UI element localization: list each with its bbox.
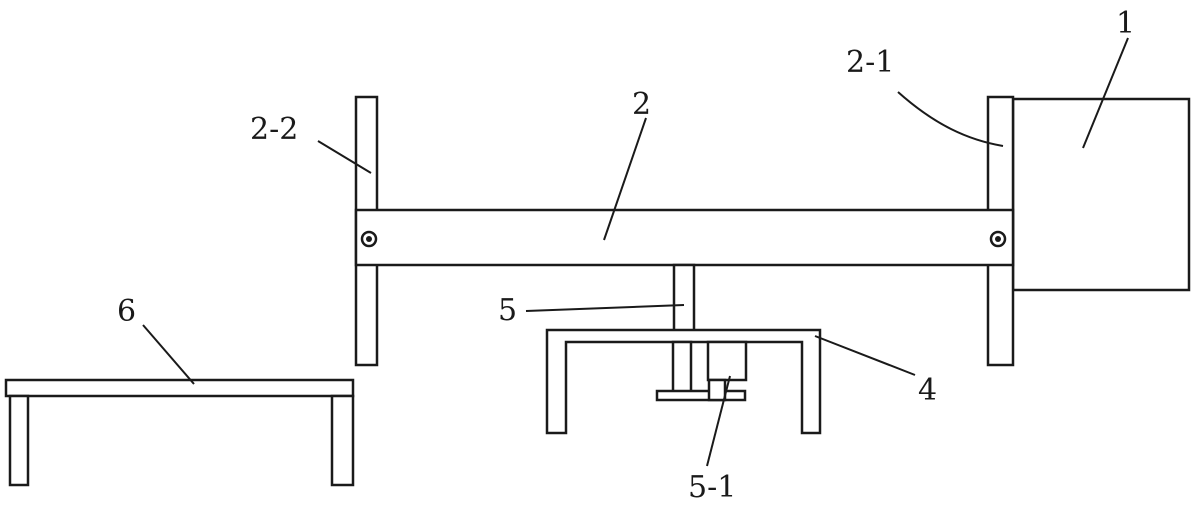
part-5-1-pin [707, 378, 727, 402]
leader-1 [1082, 37, 1129, 149]
leader-6 [142, 324, 195, 385]
leader-5-1 [706, 375, 731, 467]
label-4: 4 [918, 373, 937, 408]
part-6-top [4, 378, 355, 398]
leader-2 [603, 117, 647, 241]
part-6-leg-left [8, 394, 30, 487]
leader-2-2 [317, 140, 372, 174]
part-4-frame [545, 328, 822, 435]
label-5-1: 5-1 [688, 470, 736, 505]
part-5-1-block [706, 340, 748, 382]
part-5-post [672, 263, 696, 333]
label-5: 5 [498, 293, 517, 328]
label-2-2: 2-2 [250, 112, 298, 147]
label-1: 1 [1116, 6, 1135, 41]
leader-2-1 [897, 91, 1004, 147]
label-2-1: 2-1 [846, 45, 894, 80]
part-2-beam [354, 208, 1015, 267]
part-6-leg-right [330, 394, 355, 487]
leader-5 [525, 304, 685, 312]
left-bolt-icon [360, 230, 378, 248]
label-6: 6 [117, 294, 136, 329]
right-bolt-icon [989, 230, 1007, 248]
part-5-1-foot [655, 389, 747, 402]
part-1-box [1011, 97, 1191, 292]
leader-4 [814, 335, 916, 376]
inner-rod [671, 340, 693, 394]
label-2: 2 [632, 87, 651, 122]
